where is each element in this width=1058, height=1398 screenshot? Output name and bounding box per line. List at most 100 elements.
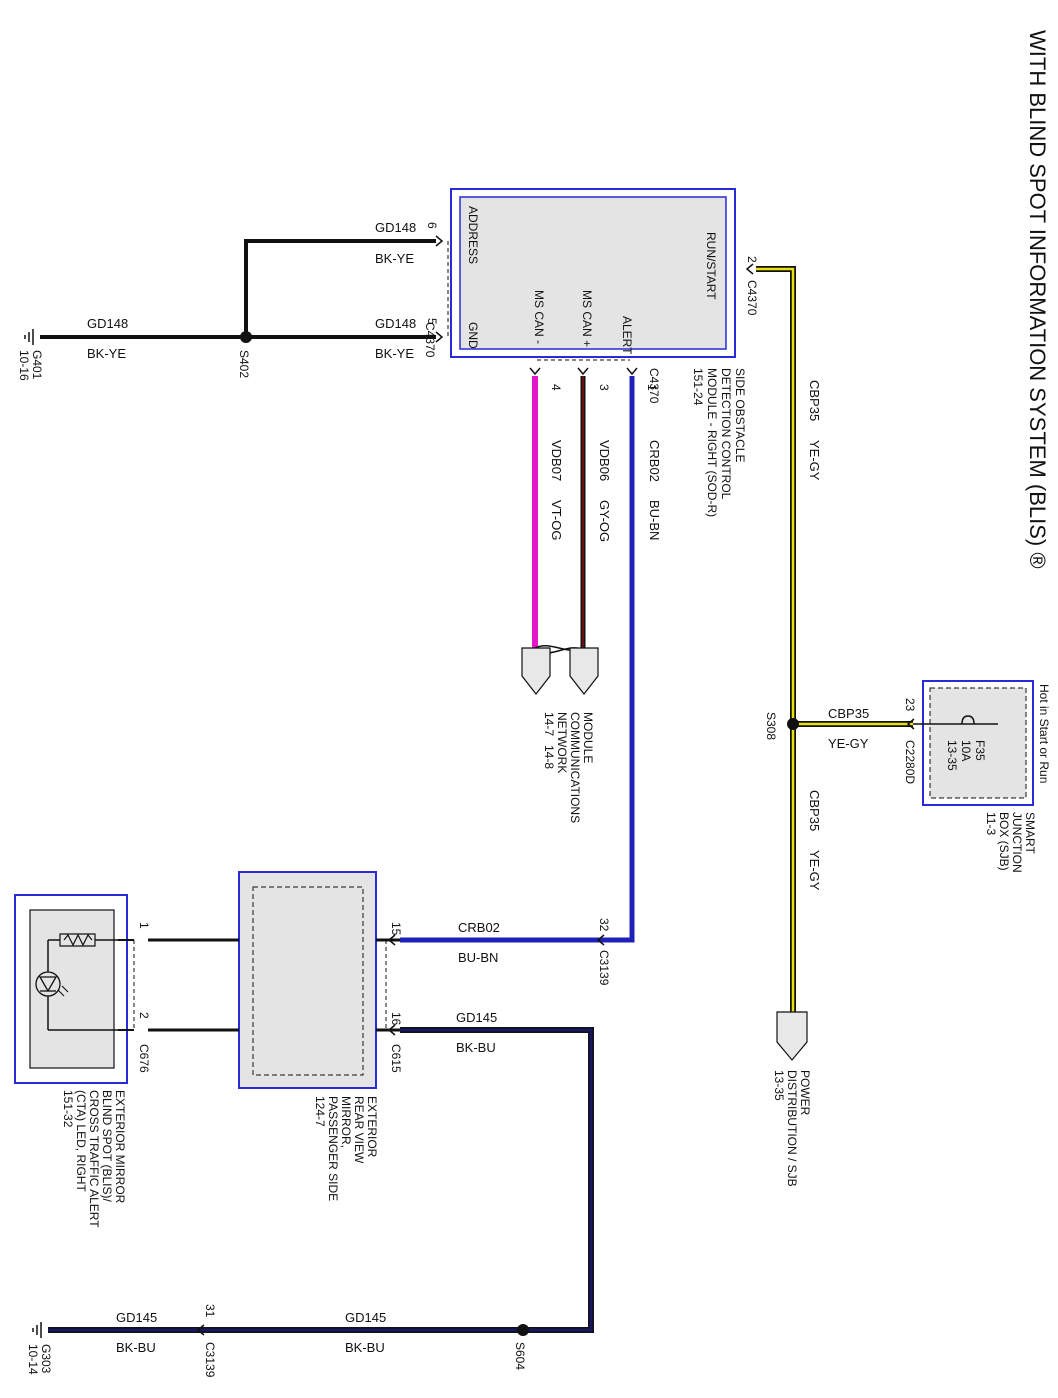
wire-color-bk-ye-right: BK-YE [375, 346, 414, 361]
smart-junction-box: Hot in Start or Run F35 10A 13-35 23 C22… [903, 680, 1051, 873]
wire-label-crb02-vert: CRB02 [647, 440, 662, 482]
pin-number-ms-can-plus: 3 [597, 384, 611, 391]
mcn-connector-b [521, 647, 551, 695]
splice-label-s604: S604 [513, 1342, 527, 1370]
wire-label-cbp35-lower: CBP35 [807, 790, 822, 831]
mcn-caption-2: COMMUNICATIONS [568, 712, 582, 823]
pin-number-32: 32 [597, 918, 611, 932]
blis-led-assembly: 1 2 C676 EXTERIOR MIRROR BLIND SPOT (BLI… [14, 894, 151, 1228]
sjb-caption-3: BOX (SJB) [997, 812, 1011, 871]
sod-connector-run: C4370 [745, 280, 759, 316]
pin-number-15: 15 [389, 922, 403, 936]
led-icon [35, 971, 69, 997]
pin-number-31: 31 [203, 1304, 217, 1318]
mcn-connector-a [569, 647, 599, 695]
connector-label-c3139-lower: C3139 [203, 1342, 217, 1378]
pin-label-alert: ALERT [620, 316, 634, 355]
pin-label-gnd: GND [466, 322, 480, 349]
connector-label-c3139-upper: C3139 [597, 950, 611, 986]
mirror-caption-5: 124-7 [313, 1096, 327, 1127]
pin-label-run-start: RUN/START [704, 232, 718, 300]
wire-color-bk-bu-left: BK-BU [116, 1340, 156, 1355]
wire-color-ye-gy-lower: YE-GY [807, 850, 822, 891]
sjb-header: Hot in Start or Run [1037, 684, 1051, 783]
pin-number-16: 16 [389, 1012, 403, 1026]
fuse-name: F35 [973, 740, 987, 761]
led-caption-5: 151-32 [61, 1090, 75, 1128]
wire-color-bu-bn-horiz: BU-BN [458, 950, 498, 965]
wire-label-gd145-mid: GD145 [345, 1310, 386, 1325]
wire-label-gd148-left: GD148 [87, 316, 128, 331]
mirror-caption-4: PASSENGER SIDE [326, 1096, 340, 1201]
led-caption-4: (CTA) LED, RIGHT [74, 1090, 88, 1192]
pin-number-1: 1 [137, 922, 151, 929]
fuse-amps: 10A [959, 740, 973, 761]
fuse-ref: 13-35 [945, 740, 959, 771]
pin-number-2: 2 [137, 1012, 151, 1019]
wire-label-gd145-left: GD145 [116, 1310, 157, 1325]
wire-label-vdb06: VDB06 [597, 440, 612, 481]
ground-label-g303: G303 [39, 1344, 53, 1374]
mcn-ref-b: 14-8 [542, 745, 556, 769]
wire-label-gd145-upper: GD145 [456, 1010, 497, 1025]
pin-number-alert: 1 [645, 384, 659, 391]
sod-caption-2: DETECTION CONTROL [719, 368, 733, 500]
mirror-caption-1: EXTERIOR [365, 1096, 379, 1158]
wire-label-cbp35-horiz: CBP35 [828, 706, 869, 721]
sod-caption-1: SIDE OBSTACLE [733, 368, 747, 462]
ground-icon-g303 [32, 1322, 42, 1338]
mcn-caption-1: MODULE [581, 712, 595, 763]
ground-circuit-gd145: GD145 BK-BU GD145 BK-BU GD145 BK-BU 31 C… [26, 1010, 594, 1378]
power-dist-caption-3: 13-35 [772, 1070, 786, 1101]
connector-label-c615: C615 [389, 1044, 403, 1073]
mirror-caption-2: REAR VIEW [352, 1096, 366, 1164]
resistor-icon [59, 933, 96, 947]
wire-color-ye-gy-horiz: YE-GY [828, 736, 869, 751]
pin-number-run-start: 2 [745, 256, 759, 263]
wire-color-vt-og: VT-OG [549, 500, 564, 540]
ground-ref-g303: 10-14 [26, 1344, 40, 1375]
pin-number-address: 6 [425, 222, 439, 229]
wire-label-cbp35-upper: CBP35 [807, 380, 822, 421]
sod-connector-alert: C4370 [647, 368, 661, 404]
ground-circuit-gd148: GD148 BK-YE GD148 BK-YE GD148 BK-YE 6 5 … [17, 220, 449, 381]
ground-ref-g401: 10-16 [17, 350, 31, 381]
wire-color-ye-gy-upper: YE-GY [807, 440, 822, 481]
ms-can-circuit: 3 4 VDB06 GY-OG VDB07 VT-OG MODULE COMMU… [521, 359, 630, 823]
sjb-caption-2: JUNCTION [1010, 812, 1024, 873]
wire-color-bk-ye-left: BK-YE [87, 346, 126, 361]
mcn-caption-3: NETWORK [555, 712, 569, 773]
sjb-caption-1: SMART [1023, 812, 1037, 854]
sjb-caption-4: 11-3 [984, 812, 998, 835]
sod-caption-4: 151-24 [691, 368, 705, 406]
wire-color-bk-ye-upper: BK-YE [375, 251, 414, 266]
pin-label-ms-can-minus: MS CAN - [532, 290, 546, 344]
pin-label-address: ADDRESS [466, 206, 480, 264]
sod-caption-3: MODULE - RIGHT (SOD-R) [705, 368, 719, 517]
sjb-connector-c2280d: C2280D [903, 740, 917, 784]
splice-s604 [517, 1324, 529, 1336]
led-caption-1: EXTERIOR MIRROR [113, 1090, 127, 1204]
fuse-icon [961, 715, 975, 725]
alert-circuit-crb02: 1 CRB02 BU-BN CRB02 BU-BN 32 C3139 [387, 367, 662, 986]
ground-icon [24, 329, 34, 345]
ground-label-g401: G401 [30, 350, 44, 380]
wire-label-gd148-right: GD148 [375, 316, 416, 331]
splice-s402 [240, 331, 252, 343]
diagram-title: WITH BLIND SPOT INFORMATION SYSTEM (BLIS… [1025, 30, 1050, 569]
led-caption-3: CROSS TRAFFIC ALERT [87, 1090, 101, 1228]
sjb-pin-23: 23 [903, 698, 917, 712]
mcn-ref-a: 14-7 [542, 712, 556, 736]
pin-label-ms-can-plus: MS CAN + [580, 290, 594, 347]
connector-label-c676: C676 [137, 1044, 151, 1073]
pin-number-ms-can-minus: 4 [549, 384, 563, 391]
mirror-caption-3: MIRROR, [339, 1096, 353, 1148]
led-caption-2: BLIND SPOT (BLIS)/ [100, 1090, 114, 1202]
exterior-mirror: 15 16 C615 EXTERIOR REAR VIEW MIRROR, PA… [133, 871, 403, 1201]
wire-color-gy-og: GY-OG [597, 500, 612, 542]
power-circuit-cbp35: 2 CBP35 YE-GY CBP35 YE-GY CBP35 YE-GY S3… [745, 256, 915, 1187]
power-dist-caption-2: DISTRIBUTION / SJB [785, 1070, 799, 1187]
splice-label-s402: S402 [237, 350, 251, 378]
splice-s308 [787, 718, 799, 730]
